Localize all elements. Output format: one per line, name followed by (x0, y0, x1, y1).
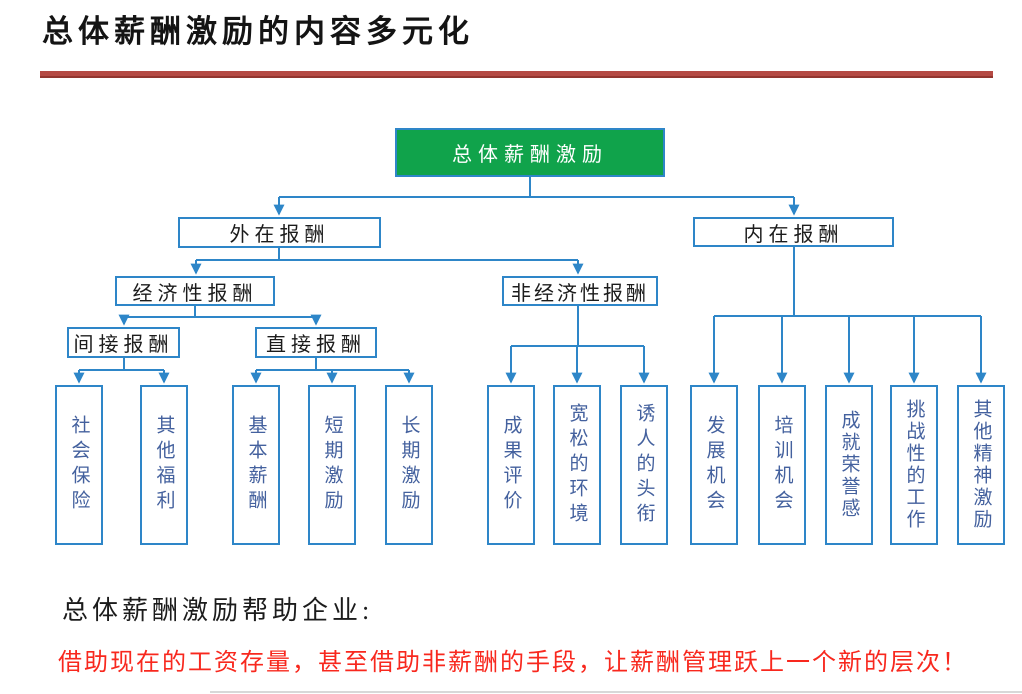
leaf-label: 诱人的头衔 (633, 402, 655, 528)
leaf-other-spiritual-incentive: 其他精神激励 (957, 385, 1005, 545)
leaf-label: 基本薪酬 (245, 415, 267, 515)
leaf-label: 发展机会 (703, 415, 725, 515)
leaf-label: 成就荣誉感 (838, 410, 860, 520)
leaf-achievement-honor: 成就荣誉感 (825, 385, 873, 545)
node-label: 内在报酬 (743, 223, 844, 246)
leaf-label: 挑战性的工作 (903, 399, 925, 531)
node-label: 直接报酬 (266, 334, 366, 356)
node-label: 总体薪酬激励 (452, 144, 608, 166)
leaf-relaxed-environment: 宽松的环境 (553, 385, 601, 545)
node-indirect-reward: 间接报酬 (67, 327, 180, 358)
node-direct-reward: 直接报酬 (255, 327, 377, 358)
leaf-label: 长期激励 (398, 415, 420, 515)
leaf-social-insurance: 社会保险 (55, 385, 103, 545)
leaf-attractive-title: 诱人的头衔 (620, 385, 668, 545)
leaf-label: 短期激励 (321, 415, 343, 515)
node-label: 外在报酬 (229, 224, 330, 246)
leaf-performance-evaluation: 成果评价 (487, 385, 535, 545)
leaf-label: 培训机会 (771, 415, 793, 515)
title-divider-line (40, 71, 993, 78)
leaf-label: 社会保险 (68, 415, 90, 515)
node-non-economic-reward: 非经济性报酬 (502, 276, 658, 306)
node-total-compensation-incentive: 总体薪酬激励 (395, 128, 665, 177)
leaf-label: 其他福利 (153, 415, 175, 515)
leaf-training-opportunity: 培训机会 (758, 385, 806, 545)
bottom-edge-line (210, 691, 1022, 693)
footer-heading: 总体薪酬激励帮助企业: (62, 596, 374, 625)
node-label: 经济性报酬 (132, 282, 258, 305)
leaf-long-term-incentive: 长期激励 (385, 385, 433, 545)
leaf-short-term-incentive: 短期激励 (308, 385, 356, 545)
leaf-challenging-work: 挑战性的工作 (890, 385, 938, 545)
node-label: 间接报酬 (73, 334, 174, 356)
node-extrinsic-reward: 外在报酬 (178, 217, 381, 248)
node-label: 非经济性报酬 (511, 282, 649, 305)
page-title: 总体薪酬激励的内容多元化 (42, 14, 474, 49)
node-intrinsic-reward: 内在报酬 (693, 217, 894, 247)
leaf-base-salary: 基本薪酬 (232, 385, 280, 545)
leaf-label: 宽松的环境 (566, 402, 588, 528)
leaf-label: 成果评价 (500, 415, 522, 515)
leaf-other-welfare: 其他福利 (140, 385, 188, 545)
node-economic-reward: 经济性报酬 (115, 276, 275, 306)
leaf-label: 其他精神激励 (970, 399, 992, 531)
leaf-development-opportunity: 发展机会 (690, 385, 738, 545)
footer-highlight-text: 借助现在的工资存量，甚至借助非薪酬的手段，让薪酬管理跃上一个新的层次！ (58, 650, 968, 676)
